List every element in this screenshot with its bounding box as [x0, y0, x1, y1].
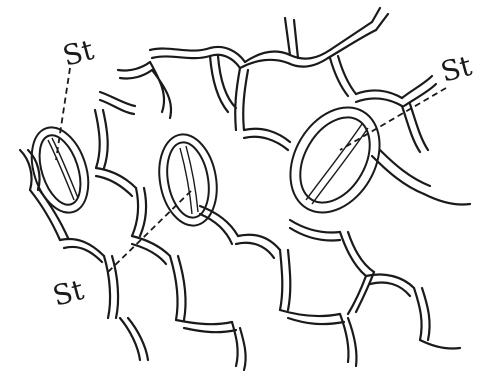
- label-stoma-right: St: [437, 49, 476, 89]
- stoma-center: [152, 130, 223, 230]
- label-stoma-top-left: St: [59, 33, 98, 73]
- stoma-left: [22, 120, 99, 220]
- stoma-right: [272, 92, 397, 229]
- label-stoma-bottom-left: St: [49, 273, 88, 313]
